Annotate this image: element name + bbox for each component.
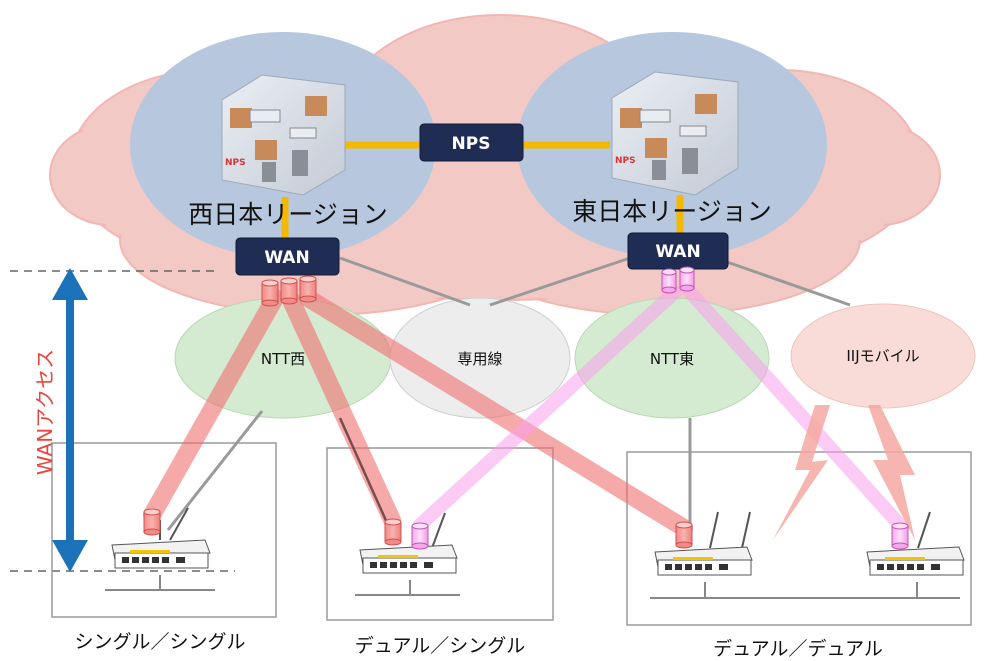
router-dual-dual-1 bbox=[654, 511, 753, 598]
config-dual-single-label: デュアル／シングル bbox=[355, 635, 525, 657]
site-box-single bbox=[51, 442, 277, 618]
nps-box: NPS bbox=[419, 123, 524, 162]
wireless-bolt-1 bbox=[773, 405, 830, 540]
west-region-label: 西日本リージョン bbox=[188, 200, 388, 229]
iij-mobile-label: IIJモバイル bbox=[846, 347, 919, 365]
west-wan-label: WAN bbox=[264, 248, 309, 268]
east-tunnel-endpoints bbox=[661, 266, 695, 294]
site-box-dual-single bbox=[326, 447, 554, 621]
router-single bbox=[105, 507, 215, 591]
red-access-paths bbox=[143, 289, 693, 537]
east-wan-box: WAN bbox=[627, 232, 729, 270]
west-wan-box: WAN bbox=[235, 237, 340, 276]
pink-access-paths bbox=[413, 285, 907, 532]
iij-mobile-network bbox=[790, 303, 976, 409]
east-wan-label: WAN bbox=[655, 242, 700, 262]
nps-label: NPS bbox=[452, 134, 491, 154]
router-dual-single bbox=[355, 512, 460, 596]
yellow-links bbox=[281, 141, 684, 240]
west-nps-tag: NPS bbox=[225, 158, 246, 168]
dark-link bbox=[338, 417, 390, 526]
ntt-east-label: NTT東 bbox=[650, 350, 694, 368]
config-dual-dual-label: デュアル／デュアル bbox=[713, 638, 883, 660]
east-region-label: 東日本リージョン bbox=[572, 197, 772, 226]
wireless-bolt-2 bbox=[868, 405, 915, 540]
wan-access-arrow bbox=[52, 268, 88, 572]
west-tunnel-endpoints bbox=[261, 275, 317, 307]
leased-line-label: 専用線 bbox=[457, 350, 502, 368]
east-datacenter-icon: NPS bbox=[611, 71, 739, 196]
router-dual-dual-2 bbox=[866, 511, 965, 598]
site-box-dual-dual bbox=[626, 451, 972, 626]
config-single-label: シングル／シングル bbox=[74, 631, 245, 653]
ntt-west-label: NTT西 bbox=[261, 350, 305, 368]
east-nps-tag: NPS bbox=[615, 156, 636, 166]
gray-links bbox=[166, 256, 851, 531]
west-datacenter-icon: NPS bbox=[221, 74, 346, 196]
wan-access-label: WANアクセス bbox=[33, 349, 57, 475]
